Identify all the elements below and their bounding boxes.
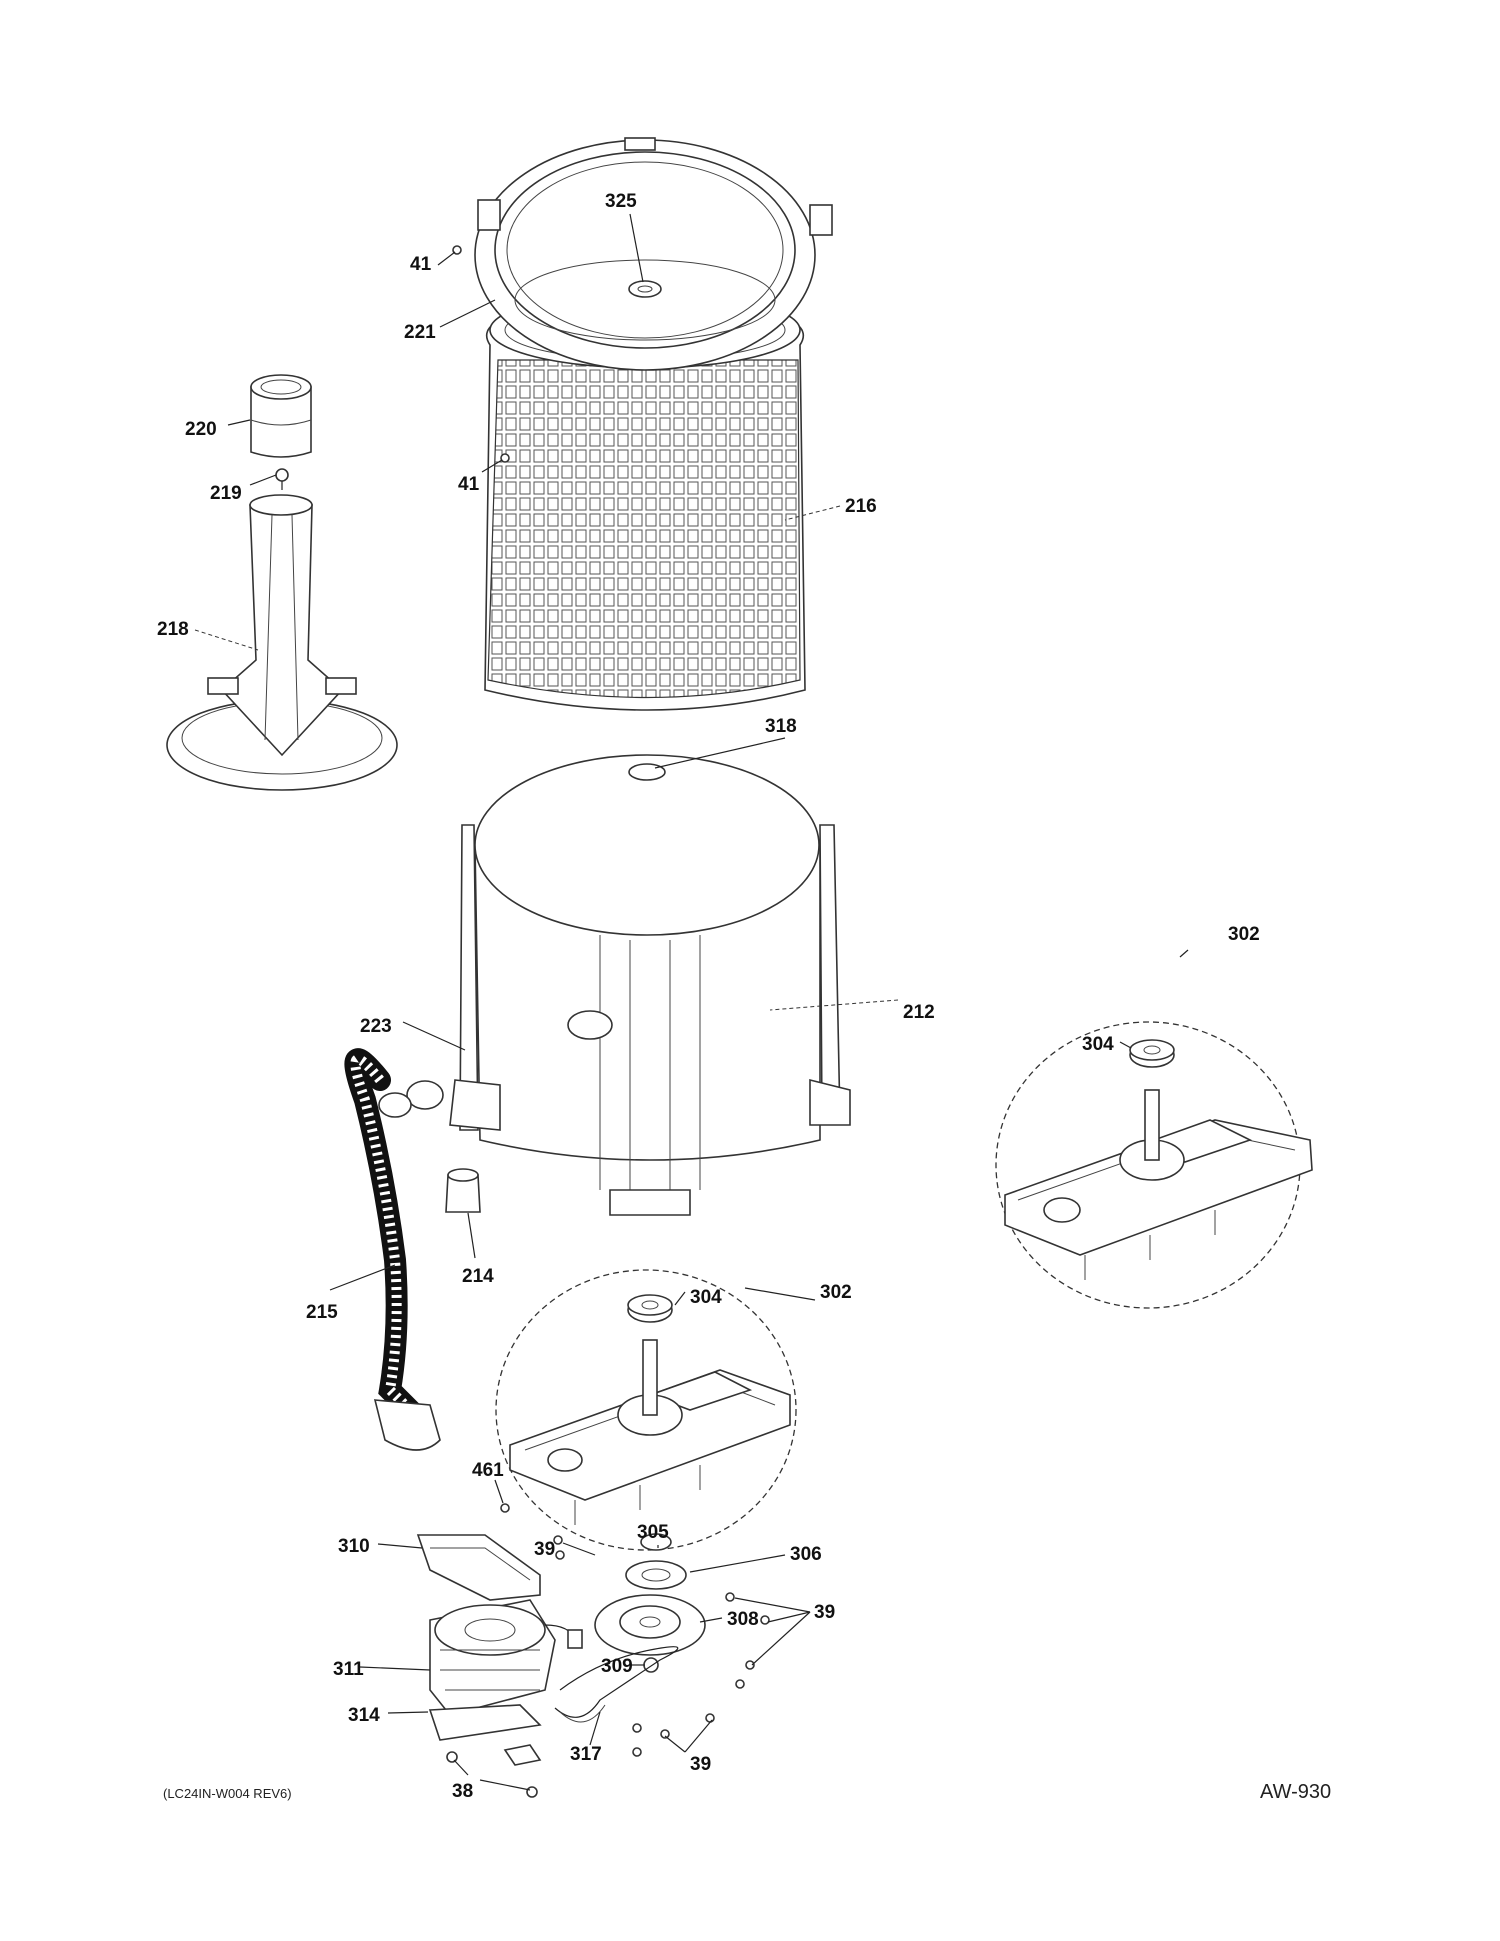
screw-part-38 [446,1744,542,1798]
screw-part-219 [275,468,289,490]
callout-302-detail: 302 [1228,924,1260,945]
callout-219: 219 [210,483,242,504]
callout-314: 314 [348,1705,380,1726]
callout-317: 317 [570,1744,602,1765]
callout-221: 221 [404,322,436,343]
screw-part-39-right [725,1592,770,1689]
callout-212: 212 [903,1002,935,1023]
air-dome-part-214 [445,1168,481,1213]
callout-labels: 41 325 221 220 219 41 216 218 318 302 21… [157,191,1260,1802]
callout-39-right: 39 [814,1602,835,1623]
seal-part-304-detail [1129,1039,1175,1068]
screw-part-39-left [553,1535,565,1560]
hose-clamp-part-223 [378,1080,444,1118]
outer-tub-part-212 [449,754,851,1216]
callout-302-main: 302 [820,1282,852,1303]
motor-cover-part-310 [416,1534,541,1601]
callout-304-main: 304 [690,1287,722,1308]
callout-216: 216 [845,496,877,517]
pulley-part-308 [594,1594,706,1656]
balance-ring-part-221 [474,137,833,371]
motor-part-311 [429,1599,583,1716]
callout-38: 38 [452,1781,473,1802]
transmission-assembly-part-302-detail [995,1021,1313,1309]
callout-310: 310 [338,1536,370,1557]
callout-220: 220 [185,419,217,440]
screw-part-39-bottom [632,1713,715,1757]
callout-325: 325 [605,191,637,212]
callout-39-bottom: 39 [690,1754,711,1775]
leader-lines [194,213,1189,1791]
callout-39-left: 39 [534,1539,555,1560]
footer-diagram-code: (LC24IN-W004 REV6) [163,1786,292,1801]
screw-part-41-side [500,453,510,463]
callout-214: 214 [462,1266,494,1287]
pulley-hub-part-306 [625,1560,687,1590]
callout-304-detail: 304 [1082,1034,1114,1055]
agitator-part-218 [166,494,398,791]
callout-305: 305 [637,1522,669,1543]
callout-309: 309 [601,1656,633,1677]
motor-bracket-part-314 [428,1704,542,1741]
coupling-part-305 [640,1533,672,1551]
agitator-cap-part-220 [250,374,312,458]
callout-311: 311 [333,1659,364,1680]
drain-hose-part-215 [344,1048,441,1451]
transmission-assembly-part-302 [495,1269,797,1551]
footer-page-code: AW-930 [1260,1781,1331,1803]
hub-part-325 [628,280,662,298]
seal-part-304-main [627,1294,673,1323]
belt-part-317 [554,1646,679,1723]
callout-41-side: 41 [458,474,480,495]
callout-41-top: 41 [410,254,432,275]
callout-218: 218 [157,619,189,640]
callout-215: 215 [306,1302,338,1323]
callout-308: 308 [727,1609,759,1630]
callout-461: 461 [472,1460,504,1481]
screw-part-461 [500,1503,510,1513]
callout-306: 306 [790,1544,822,1565]
callout-318: 318 [765,716,797,737]
callout-223: 223 [360,1016,392,1037]
